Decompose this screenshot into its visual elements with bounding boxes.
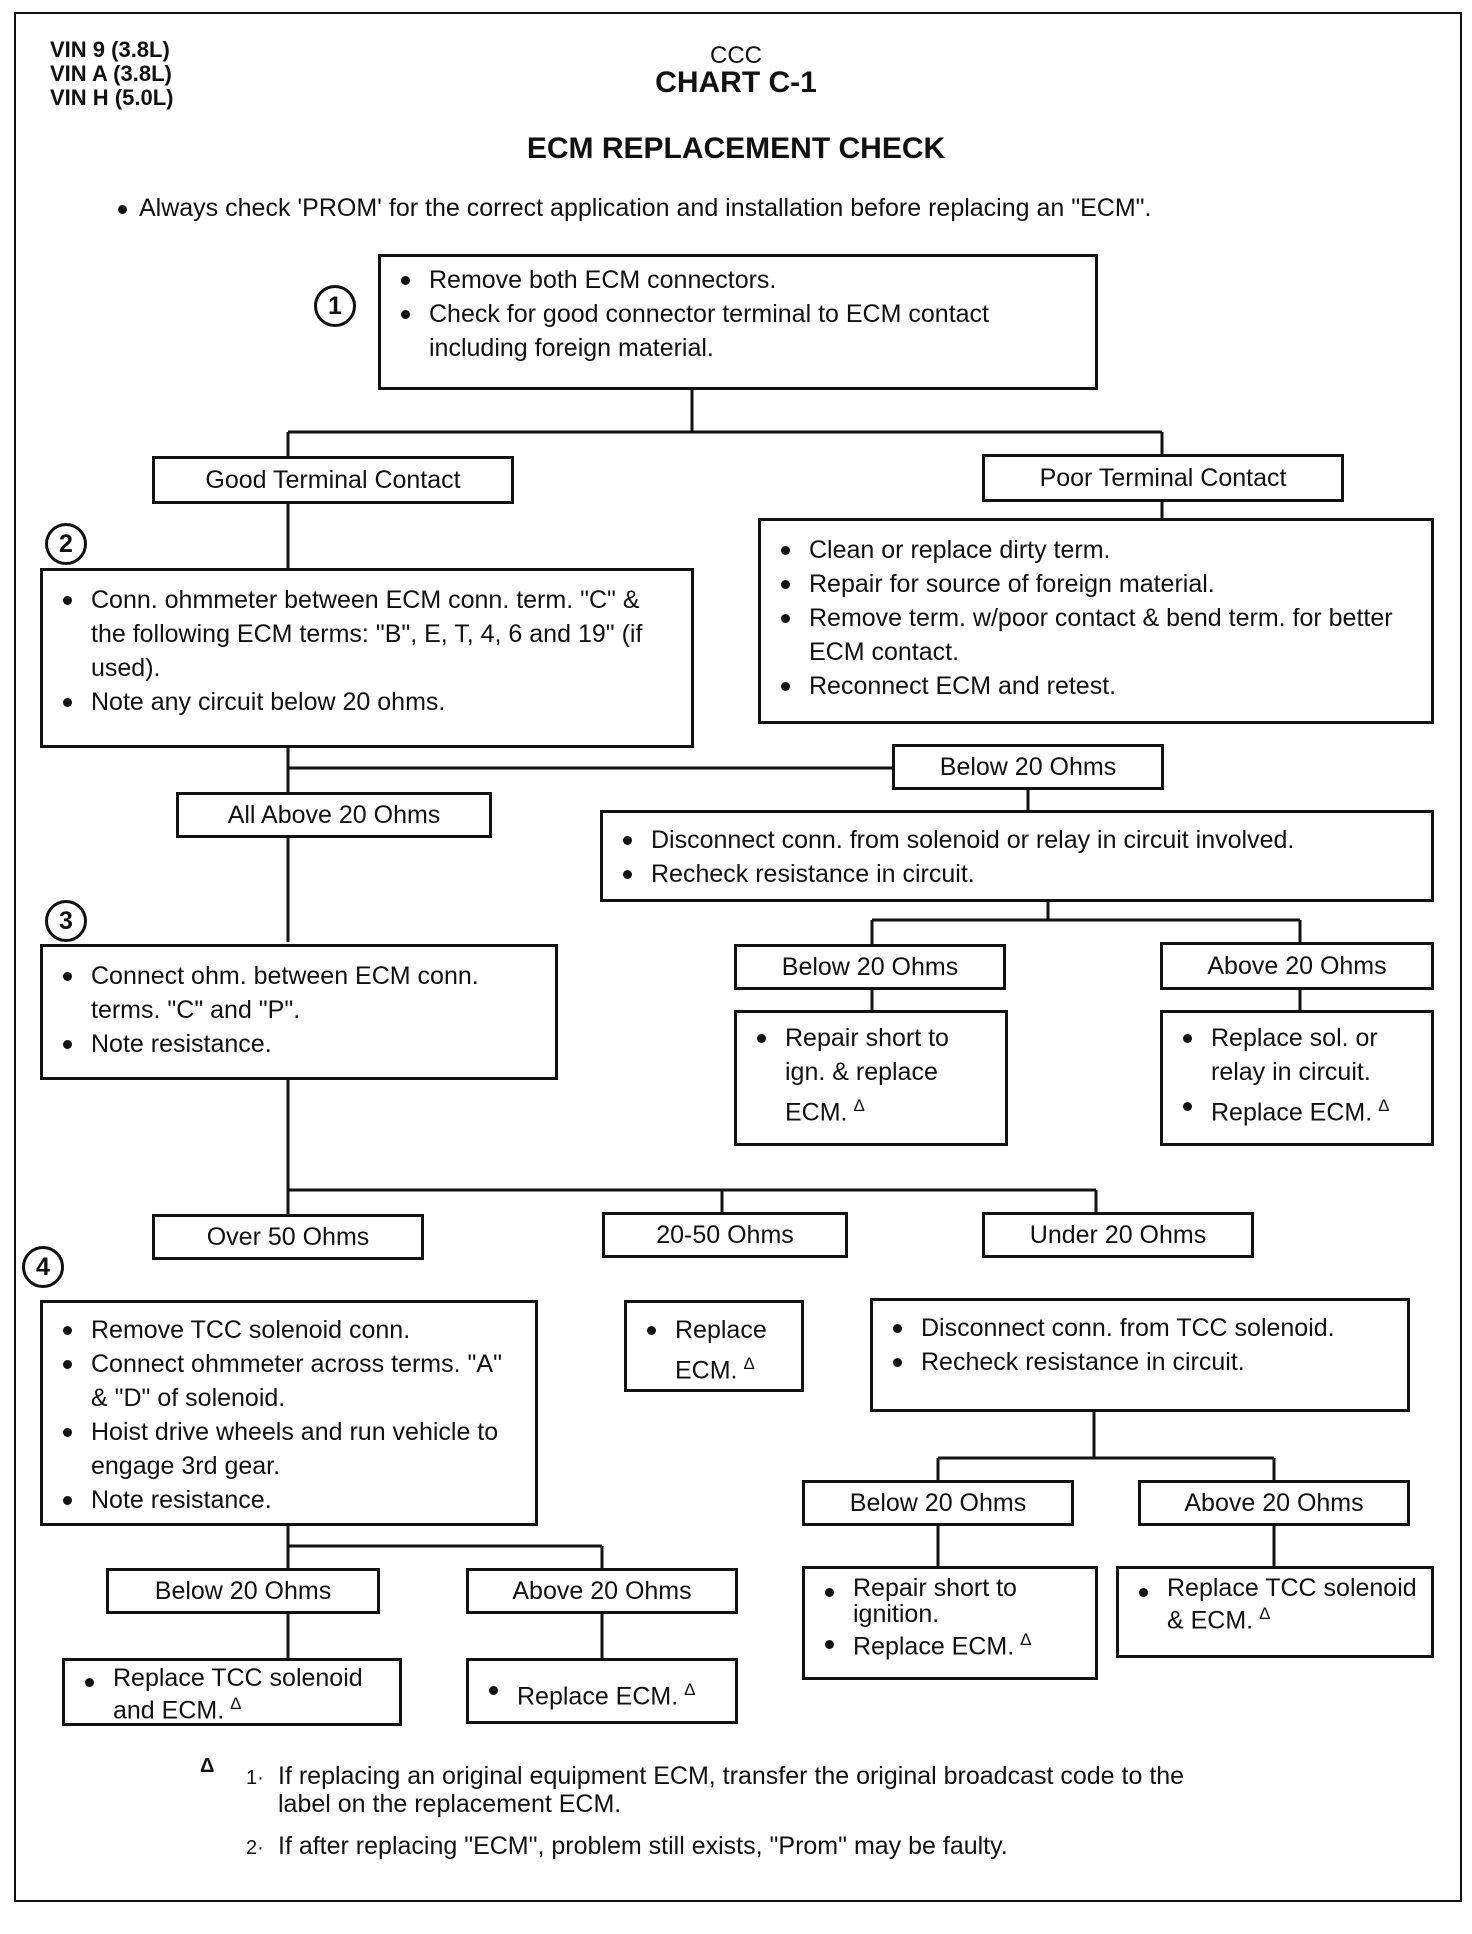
replace-tcc-sol-ecm-box: Replace TCC solenoid & ECM.Δ (1116, 1566, 1434, 1658)
replace-ecm-bottom-box: Replace ECM. Δ (466, 1658, 738, 1724)
poor-contact-item: Reconnect ECM and retest. (779, 669, 1417, 703)
step-3-item: Note resistance. (61, 1027, 541, 1061)
disconnect-item: Recheck resistance in circuit. (621, 857, 1417, 891)
step-4-box: Remove TCC solenoid conn. Connect ohmmet… (40, 1300, 538, 1526)
replace-sol-relay-box: Replace sol. or relay in circuit. Replac… (1160, 1010, 1434, 1146)
repair-ignition-item: Replace ECM. Δ (823, 1627, 1081, 1659)
footnote-1-number: 1· (246, 1767, 264, 1789)
system-code: CCC (710, 42, 762, 69)
all-above-20-ohms-label: All Above 20 Ohms (176, 792, 492, 838)
delta-icon: Δ (1259, 1604, 1271, 1623)
step-2-box: Conn. ohmmeter between ECM conn. term. "… (40, 568, 694, 748)
bullet-icon (118, 204, 127, 214)
step-4-item: Hoist drive wheels and run vehicle to en… (61, 1415, 521, 1483)
footnote-2-number: 2· (246, 1837, 264, 1859)
repair-ignition-text: Replace ECM. (853, 1632, 1015, 1661)
step-3-item: Connect ohm. between ECM conn. terms. "C… (61, 959, 541, 1027)
step-2-item: Conn. ohmmeter between ECM conn. term. "… (61, 583, 677, 685)
poor-contact-item: Clean or replace dirty term. (779, 533, 1417, 567)
replace-ecm-bottom-item: Replace ECM. Δ (487, 1673, 721, 1713)
replace-tcc-item: Replace TCC solenoid & ECM.Δ (1137, 1575, 1417, 1633)
replace-ecm-bottom-text: Replace ECM. (517, 1682, 679, 1711)
replace-item: Replace sol. or relay in circuit. (1181, 1021, 1417, 1089)
tcc-disconnect-box: Disconnect conn. from TCC solenoid. Rech… (870, 1298, 1410, 1412)
tcc-disconnect-item: Disconnect conn. from TCC solenoid. (891, 1311, 1393, 1345)
prom-note-text: Always check 'PROM' for the correct appl… (139, 194, 1152, 222)
step-3-marker: 3 (45, 900, 87, 942)
step-4-item: Remove TCC solenoid conn. (61, 1313, 521, 1347)
step-4-item: Connect ohmmeter across terms. "A" & "D"… (61, 1347, 521, 1415)
footnote-1-text: If replacing an original equipment ECM, … (278, 1762, 1185, 1818)
step-2-marker: 2 (45, 523, 87, 565)
delta-icon: Δ (1020, 1630, 1032, 1649)
delta-icon: Δ (1378, 1096, 1390, 1115)
under-20-ohms-label: Under 20 Ohms (982, 1212, 1254, 1258)
step-1-box: Remove both ECM connectors. Check for go… (378, 254, 1098, 390)
tcc-disconnect-item: Recheck resistance in circuit. (891, 1345, 1393, 1379)
below-20-ohms-label: Below 20 Ohms (106, 1568, 380, 1614)
poor-contact-item: Repair for source of foreign material. (779, 567, 1417, 601)
page-title: ECM REPLACEMENT CHECK (526, 132, 946, 165)
good-terminal-contact-label: Good Terminal Contact (152, 456, 514, 504)
above-20-ohms-label: Above 20 Ohms (1160, 942, 1434, 990)
repair-item-text: Repair short to ign. & replace ECM. (785, 1024, 949, 1127)
above-20-ohms-label: Above 20 Ohms (466, 1568, 738, 1614)
vin-line-3: VIN H (5.0L) (50, 85, 174, 110)
vin-line-1: VIN 9 (3.8L) (50, 37, 170, 62)
above-20-ohms-label: Above 20 Ohms (1138, 1480, 1410, 1526)
repair-short-ignition-box: Repair short to ignition. Replace ECM. Δ (802, 1566, 1098, 1680)
over-50-ohms-label: Over 50 Ohms (152, 1214, 424, 1260)
replace-item-text: Replace ECM. (1211, 1098, 1373, 1127)
step-4-item: Note resistance. (61, 1483, 521, 1517)
step-1-item: Check for good connector terminal to ECM… (399, 297, 1081, 365)
replace-ecm-box: Replace ECM.Δ (624, 1300, 804, 1392)
replace-tcc-text: Replace TCC solenoid & ECM. (1167, 1574, 1417, 1635)
delta-icon: Δ (853, 1096, 865, 1115)
prom-note: Always check 'PROM' for the correct appl… (118, 194, 1152, 223)
replace-ecm-item: Replace ECM.Δ (645, 1313, 787, 1387)
below-20-ohms-label: Below 20 Ohms (802, 1480, 1074, 1526)
replace-tcc-ecm-box: Replace TCC solenoid and ECM.Δ (62, 1658, 402, 1726)
repair-short-ign-box: Repair short to ign. & replace ECM.Δ (734, 1010, 1008, 1146)
delta-icon: Δ (743, 1354, 755, 1373)
replace-tcc-ecm-item: Replace TCC solenoid and ECM.Δ (83, 1665, 385, 1723)
step-3-box: Connect ohm. between ECM conn. terms. "C… (40, 944, 558, 1080)
below-20-ohms-label: Below 20 Ohms (892, 744, 1164, 790)
disconnect-item: Disconnect conn. from solenoid or relay … (621, 823, 1417, 857)
repair-ignition-item: Repair short to ignition. (823, 1575, 1081, 1627)
disconnect-circuit-box: Disconnect conn. from solenoid or relay … (600, 810, 1434, 902)
poor-terminal-contact-label: Poor Terminal Contact (982, 454, 1344, 502)
replace-item: Replace ECM. Δ (1181, 1089, 1417, 1129)
chart-number: CHART C-1 (655, 66, 817, 99)
step-1-marker: 1 (314, 285, 356, 327)
footnote-2-text: If after replacing "ECM", problem still … (278, 1832, 1008, 1860)
step-1-item: Remove both ECM connectors. (399, 263, 1081, 297)
delta-icon: Δ (684, 1680, 696, 1699)
step-4-marker: 4 (22, 1246, 64, 1288)
repair-item: Repair short to ign. & replace ECM.Δ (755, 1021, 991, 1129)
vin-line-2: VIN A (3.8L) (50, 61, 172, 86)
delta-icon: Δ (230, 1694, 242, 1713)
poor-contact-actions-box: Clean or replace dirty term. Repair for … (758, 518, 1434, 724)
footnote-delta-icon: Δ (200, 1755, 215, 1777)
below-20-ohms-label: Below 20 Ohms (734, 944, 1006, 990)
20-50-ohms-label: 20-50 Ohms (602, 1212, 848, 1258)
chart-frame (14, 12, 1462, 1902)
poor-contact-item: Remove term. w/poor contact & bend term.… (779, 601, 1417, 669)
replace-ecm-text: Replace ECM. (675, 1316, 767, 1385)
replace-tcc-ecm-text: Replace TCC solenoid and ECM. (113, 1664, 363, 1725)
step-2-item: Note any circuit below 20 ohms. (61, 685, 677, 719)
